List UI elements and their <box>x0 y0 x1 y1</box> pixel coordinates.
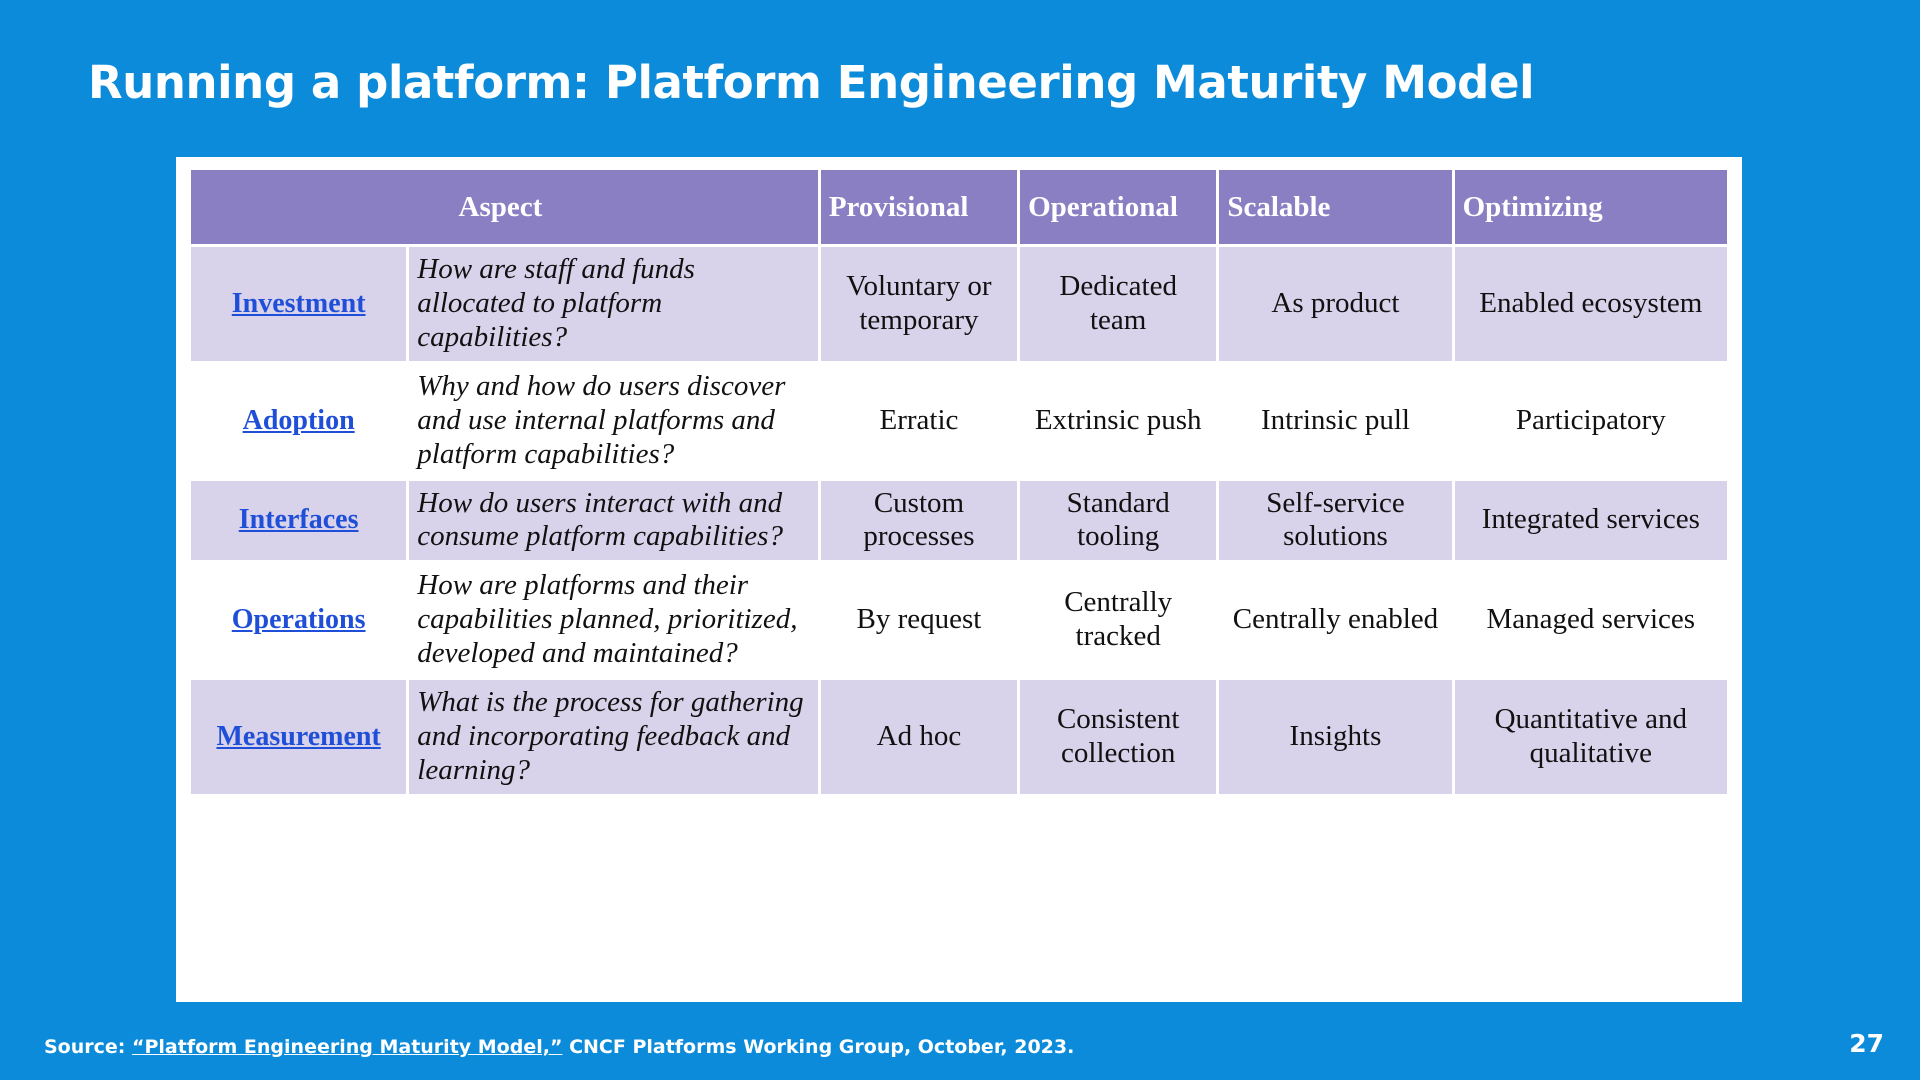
table-header: Aspect Provisional Operational Scalable … <box>191 170 1727 244</box>
column-header-scalable: Scalable <box>1219 170 1452 244</box>
level-cell-scalable: Intrinsic pull <box>1219 363 1452 478</box>
level-cell-operational: Centrally tracked <box>1020 563 1217 678</box>
aspect-link-investment[interactable]: Investment <box>231 287 366 319</box>
level-cell-operational: Dedicated team <box>1020 247 1217 361</box>
level-cell-optimizing: Participatory <box>1454 363 1727 478</box>
table-row: Interfaces How do users interact with an… <box>191 480 1727 561</box>
table-row: Investment How are staff and funds alloc… <box>191 247 1727 361</box>
table-row: Adoption Why and how do users discover a… <box>191 363 1727 478</box>
question-cell: How are platforms and their capabilities… <box>409 563 818 678</box>
level-cell-optimizing: Quantitative and qualitative <box>1454 680 1727 794</box>
level-cell-operational: Consistent collection <box>1020 680 1217 794</box>
table-row: Operations How are platforms and their c… <box>191 563 1727 678</box>
aspect-cell: Investment <box>191 247 407 361</box>
column-header-operational: Operational <box>1020 170 1217 244</box>
column-header-optimizing: Optimizing <box>1454 170 1727 244</box>
level-cell-provisional: Ad hoc <box>820 680 1018 794</box>
column-header-aspect: Aspect <box>191 170 818 244</box>
question-cell: How do users interact with and consume p… <box>409 480 818 561</box>
table-body: Investment How are staff and funds alloc… <box>191 247 1727 794</box>
header-row: Aspect Provisional Operational Scalable … <box>191 170 1727 244</box>
aspect-link-measurement[interactable]: Measurement <box>216 721 381 753</box>
page-title: Running a platform: Platform Engineering… <box>88 56 1535 109</box>
question-cell: Why and how do users discover and use in… <box>409 363 818 478</box>
source-note: Source: “Platform Engineering Maturity M… <box>44 1036 1074 1058</box>
level-cell-scalable: Insights <box>1219 680 1452 794</box>
level-cell-optimizing: Enabled ecosystem <box>1454 247 1727 361</box>
aspect-cell: Measurement <box>191 680 407 794</box>
page-number: 27 <box>1849 1029 1884 1058</box>
aspect-link-operations[interactable]: Operations <box>231 604 366 636</box>
column-header-provisional: Provisional <box>820 170 1018 244</box>
aspect-cell: Adoption <box>191 363 407 478</box>
level-cell-scalable: As product <box>1219 247 1452 361</box>
maturity-table: Aspect Provisional Operational Scalable … <box>188 167 1730 797</box>
table-row: Measurement What is the process for gath… <box>191 680 1727 794</box>
question-cell: What is the process for gathering and in… <box>409 680 818 794</box>
level-cell-provisional: Erratic <box>820 363 1018 478</box>
level-cell-operational: Extrinsic push <box>1020 363 1217 478</box>
maturity-table-card: Aspect Provisional Operational Scalable … <box>176 157 1742 1002</box>
level-cell-provisional: By request <box>820 563 1018 678</box>
level-cell-scalable: Self-service solutions <box>1219 480 1452 561</box>
aspect-cell: Operations <box>191 563 407 678</box>
source-prefix: Source: <box>44 1036 132 1058</box>
level-cell-optimizing: Managed services <box>1454 563 1727 678</box>
aspect-link-adoption[interactable]: Adoption <box>242 404 355 436</box>
level-cell-scalable: Centrally enabled <box>1219 563 1452 678</box>
aspect-link-interfaces[interactable]: Interfaces <box>238 504 359 536</box>
level-cell-provisional: Custom processes <box>820 480 1018 561</box>
question-cell: How are staff and funds allocated to pla… <box>409 247 818 361</box>
source-suffix: CNCF Platforms Working Group, October, 2… <box>562 1036 1075 1058</box>
level-cell-provisional: Voluntary or temporary <box>820 247 1018 361</box>
source-link[interactable]: “Platform Engineering Maturity Model,” <box>132 1036 563 1058</box>
aspect-cell: Interfaces <box>191 480 407 561</box>
level-cell-operational: Standard tooling <box>1020 480 1217 561</box>
level-cell-optimizing: Integrated services <box>1454 480 1727 561</box>
